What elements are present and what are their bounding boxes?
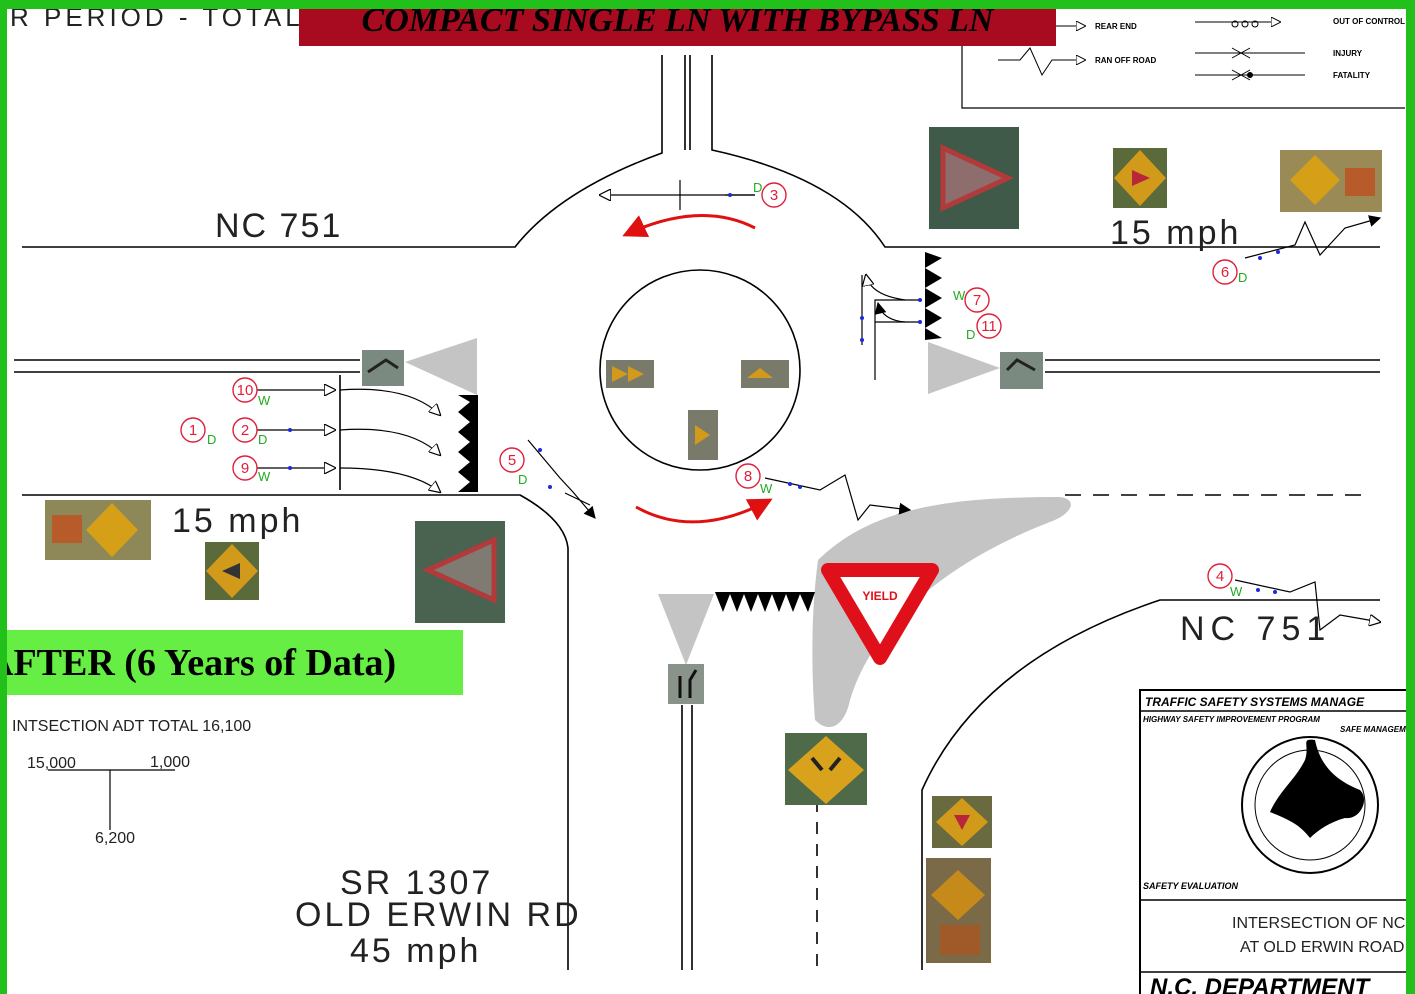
day-code: D [753, 180, 762, 195]
page-title: COMPACT SINGLE LN WITH BYPASS LN [299, 0, 1056, 46]
crash-number: 2 [241, 422, 249, 439]
crash-number: 10 [237, 382, 254, 399]
adt-diagram: INTSECTION ADT TOTAL 16,100 15,000 1,000… [12, 718, 251, 847]
day-code: D [1238, 270, 1247, 285]
road-labels: NC 751 NC 751 SR 1307 OLD ERWIN RD 45 mp… [172, 207, 1331, 970]
wet-code: W [258, 393, 271, 408]
crash-number: 6 [1221, 264, 1229, 281]
title-block-evaluation: SAFETY EVALUATION [1143, 881, 1239, 891]
legend-out-of-control: OUT OF CONTROL [1333, 17, 1405, 26]
day-code: D [518, 472, 527, 487]
legend-labels: REAR END RAN OFF ROAD OUT OF CONTROL INJ… [1095, 17, 1405, 80]
day-code: D [207, 432, 216, 447]
road-label-south-name: OLD ERWIN RD [295, 896, 582, 934]
crash-number: 5 [508, 452, 516, 469]
crash-number: 8 [744, 468, 752, 485]
splitter-islands [405, 338, 1071, 728]
adt-right: 1,000 [150, 754, 190, 771]
wet-code: W [953, 288, 966, 303]
day-code: D [966, 327, 975, 342]
adt-bottom: 6,200 [95, 830, 135, 847]
roadside-signs [45, 127, 1382, 963]
road-label-east: NC 751 [1180, 610, 1331, 648]
crash-codes: D D D W D D W D W W W [207, 180, 1247, 599]
speed-south: 45 mph [350, 932, 481, 970]
speed-east: 15 mph [1110, 214, 1241, 252]
title-block-location-1: INTERSECTION OF NC 751 [1232, 915, 1415, 932]
circulation-arrows [622, 214, 773, 524]
crash-number: 4 [1216, 568, 1224, 585]
title-block-footer: N.C. DEPARTMENT [1150, 974, 1371, 994]
yield-sign-text: YIELD [862, 589, 898, 603]
wet-code: W [258, 469, 271, 484]
adt-title: INTSECTION ADT TOTAL 16,100 [12, 718, 251, 735]
title-block-heading: TRAFFIC SAFETY SYSTEMS MANAGE [1145, 695, 1365, 709]
legend-fatality: FATALITY [1333, 71, 1371, 80]
legend-rear-end: REAR END [1095, 22, 1137, 31]
crash-numbers: 1 2 3 4 5 6 7 8 9 10 11 [189, 187, 1229, 585]
legend-ran-off-road: RAN OFF ROAD [1095, 56, 1157, 65]
road-label-north: NC 751 [215, 207, 342, 245]
title-block: TRAFFIC SAFETY SYSTEMS MANAGE HIGHWAY SA… [1139, 689, 1415, 994]
period-label: R PERIOD - TOTAL [10, 2, 304, 32]
road-edges [14, 55, 1380, 975]
after-period-banner: AFTER (6 Years of Data) [0, 630, 463, 695]
crash-number: 1 [189, 422, 197, 439]
title-block-location-2: AT OLD ERWIN ROAD [1240, 939, 1404, 956]
road-label-south-number: SR 1307 [340, 864, 493, 902]
crash-markers [180, 182, 1238, 589]
wet-code: W [760, 481, 773, 496]
day-code: D [258, 432, 267, 447]
after-period-label: AFTER (6 Years of Data) [0, 642, 397, 684]
adt-left: 15,000 [27, 755, 76, 772]
crash-number: 11 [981, 318, 997, 335]
crash-number: 7 [973, 292, 981, 309]
yield-line-markings [458, 252, 942, 612]
speed-west: 15 mph [172, 502, 303, 540]
legend-injury: INJURY [1333, 49, 1363, 58]
title-block-program: HIGHWAY SAFETY IMPROVEMENT PROGRAM [1143, 715, 1320, 724]
crash-number: 3 [770, 187, 778, 204]
wet-code: W [1230, 584, 1243, 599]
title-block-program-right: SAFE MANAGEMEN [1340, 725, 1415, 734]
crash-number: 9 [241, 460, 249, 477]
path-markers [288, 193, 1280, 594]
